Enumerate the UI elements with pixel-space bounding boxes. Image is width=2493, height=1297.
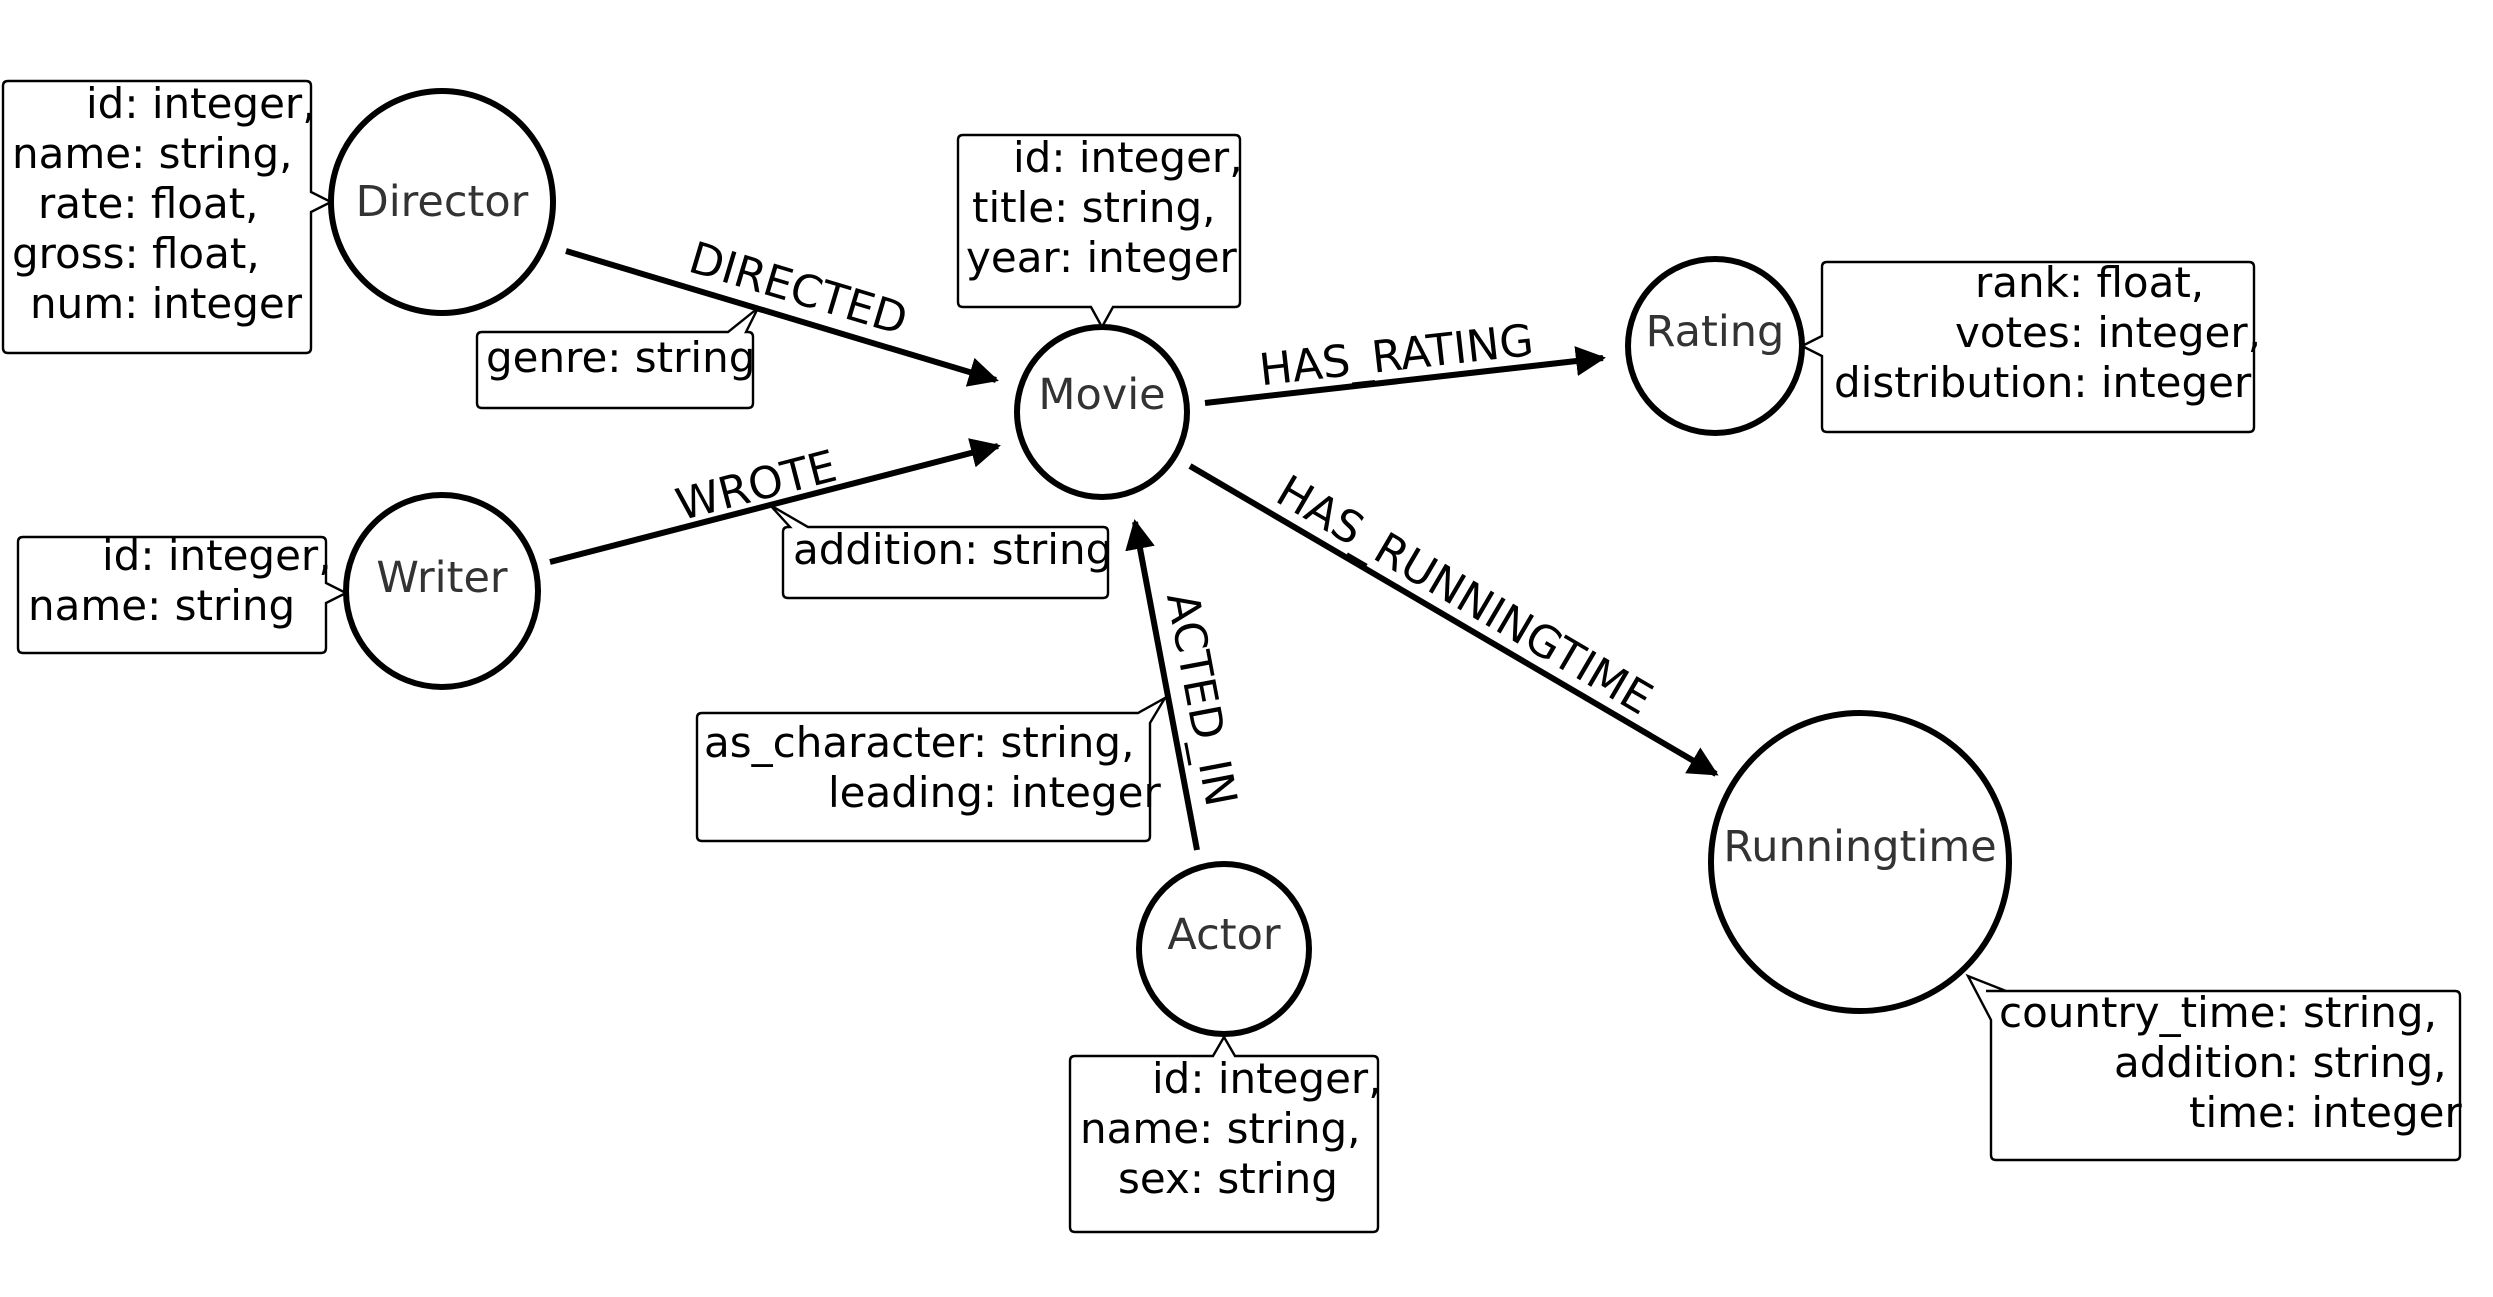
edge-has-rating [1204,346,1606,406]
edge-acted-in [1125,519,1200,851]
callouts: id: integer, name: string, rate: float, … [1,79,2462,1234]
node-label-director: Director [356,177,529,227]
node-circle-actor [1136,861,1312,1037]
edge-label-has-runningtime: HAS_RUNNINGTIME [1268,466,1661,725]
node-movie: Movie [1014,324,1190,500]
callout-runningtime-properties: country_time: string, addition: string, … [1965,973,2462,1162]
callout-box-movie [956,133,1242,330]
director-prop-line-3: rate: float, [38,179,259,228]
writer-prop-line-2: name: string [28,581,295,630]
movie-prop-line-2: title: string, [972,183,1216,232]
callout-rating-properties: rank: float, votes: integer, distributio… [1799,258,2261,434]
callout-box-writer [16,535,349,655]
edges [549,248,1719,851]
edge-wrote [549,438,1001,565]
callout-box-rating [1799,260,2256,434]
node-label-actor: Actor [1167,910,1280,960]
director-prop-line-1: id: integer, [86,79,316,128]
callout-wrote-properties: addition: string [769,503,1112,600]
movie-prop-line-3: year: integer [966,233,1238,282]
directed-prop-line-1: genre: string [486,333,755,382]
node-director: Director [328,88,556,316]
callout-box-actor [1068,1034,1380,1234]
runningtime-prop-line-1: country_time: string, [1999,988,2437,1037]
node-label-runningtime: Runningtime [1723,822,1996,872]
callout-acted-in-properties: as_character: string, leading: integer [695,694,1169,843]
callout-writer-properties: id: integer, name: string [16,531,349,655]
callout-movie-properties: id: integer, title: string, year: intege… [956,133,1243,330]
acted-in-prop-line-1: as_character: string, [704,718,1134,767]
actor-prop-line-1: id: integer, [1152,1054,1382,1103]
node-label-writer: Writer [376,553,508,603]
callout-actor-properties: id: integer, name: string, sex: string [1068,1034,1382,1234]
acted-in-prop-line-2: leading: integer [828,768,1161,817]
callout-director-properties: id: integer, name: string, rate: float, … [1,79,334,355]
director-prop-line-4: gross: float, [12,229,260,278]
node-rating: Rating [1625,256,1805,436]
edge-label-directed: DIRECTED [683,232,913,345]
node-actor: Actor [1136,861,1312,1037]
callout-box-directed [475,307,760,410]
callout-box-runningtime [1965,973,2462,1162]
node-writer: Writer [343,492,541,690]
rating-prop-line-1: rank: float, [1975,258,2204,307]
node-label-rating: Rating [1646,307,1785,357]
actor-prop-line-3: sex: string [1118,1154,1338,1203]
node-circle-runningtime [1708,710,2012,1014]
edge-has-runningtime [1188,463,1719,777]
runningtime-prop-line-2: addition: string, [2114,1038,2447,1087]
rating-prop-line-3: distribution: integer [1834,358,2252,407]
callout-directed-properties: genre: string [475,307,760,410]
callout-box-acted-in [695,694,1169,843]
edge-directed [565,248,999,387]
callout-box-wrote [769,503,1110,600]
actor-prop-line-2: name: string, [1080,1104,1361,1153]
director-prop-line-2: name: string, [12,129,293,178]
movie-prop-line-1: id: integer, [1013,133,1243,182]
writer-prop-line-1: id: integer, [102,531,332,580]
runningtime-prop-line-3: time: integer [2189,1088,2462,1137]
node-circle-writer [343,492,541,690]
node-runningtime: Runningtime [1708,710,2012,1014]
rating-prop-line-2: votes: integer, [1955,308,2261,357]
nodes: Director Movie Rating Writer Actor Runni… [328,88,2012,1037]
edge-label-wrote: WROTE [671,441,842,531]
callout-box-director [1,79,334,355]
director-prop-line-5: num: integer [30,279,303,328]
wrote-prop-line-1: addition: string [793,525,1112,574]
node-label-movie: Movie [1038,370,1165,420]
